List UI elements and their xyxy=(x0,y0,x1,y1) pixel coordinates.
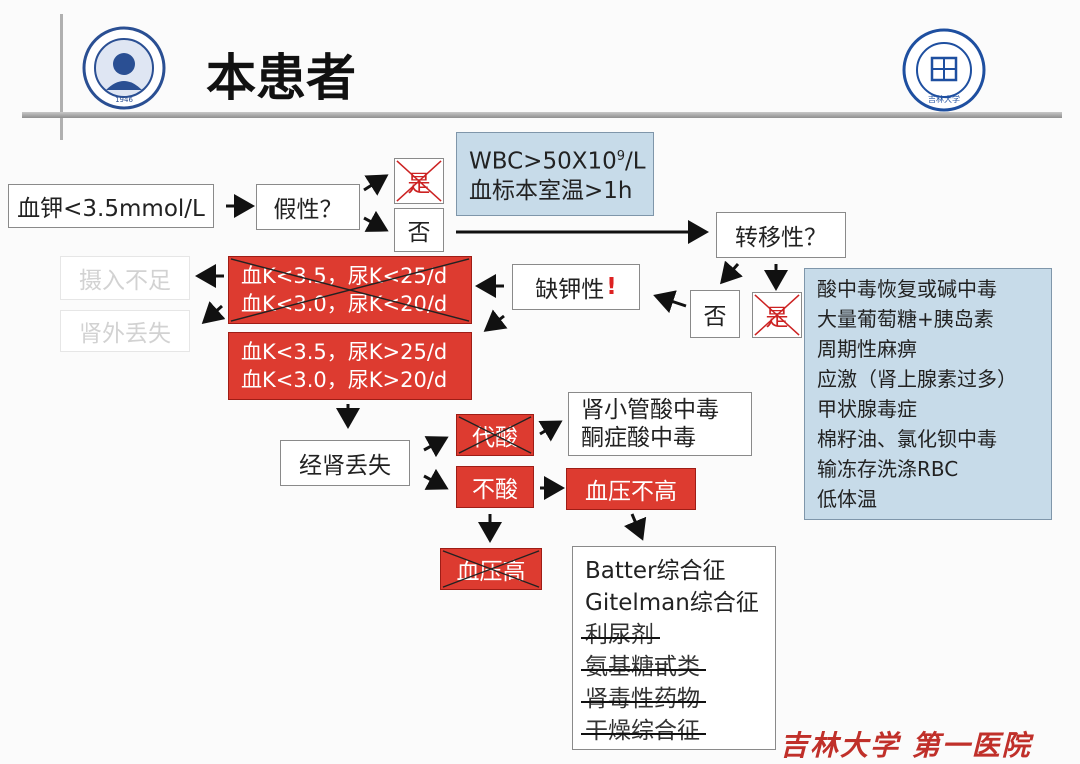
exclamation-mark: ! xyxy=(606,274,617,300)
tubular-acidosis-box: 肾小管酸中毒 酮症酸中毒 xyxy=(568,392,752,456)
low-urine-k-box: 血K<3.5，尿K<25/d 血K<3.0，尿K<20/d xyxy=(228,256,472,324)
syndrome-item-struck: 肾毒性药物 xyxy=(581,683,706,715)
cause-item: 棉籽油、氯化钡中毒 xyxy=(817,427,997,451)
high-urine-k-box: 血K<3.5，尿K>25/d 血K<3.0，尿K>20/d xyxy=(228,332,472,400)
strike-line xyxy=(581,732,706,735)
header-vertical-rule xyxy=(60,14,63,140)
crossed-out-mark xyxy=(754,294,800,336)
criteria-line: 血K<3.5，尿K<25/d xyxy=(241,264,448,288)
cause-item: 低体温 xyxy=(817,487,877,511)
bp-high-label: 血压高 xyxy=(456,559,526,585)
cause-item: 应激（肾上腺素过多） xyxy=(817,367,1017,391)
criteria-line: 血K<3.0，尿K<20/d xyxy=(241,292,448,316)
renal-loss-box: 经肾丢失 xyxy=(280,440,410,486)
header-horizontal-rule xyxy=(22,112,1062,118)
strike-line xyxy=(581,668,706,671)
cause-item: 甲状腺毒症 xyxy=(817,397,917,421)
yes-box-pseudo: 是 xyxy=(394,158,444,204)
crossed-out-mark xyxy=(396,160,442,202)
cause-item: 周期性麻痹 xyxy=(817,337,917,361)
bp-not-high-box: 血压不高 xyxy=(566,468,696,510)
syndrome-item: Gitelman综合征 xyxy=(585,590,759,616)
potassium-box: 血钾<3.5mmol/L xyxy=(8,184,214,228)
syndrome-item: Batter综合征 xyxy=(585,558,726,584)
cause-item: 酸中毒恢复或碱中毒 xyxy=(817,277,997,301)
syndrome-item-struck: 利尿剂 xyxy=(581,619,660,651)
acidosis-box: 代酸 xyxy=(456,414,534,456)
university-seal-logo: 吉林大学 xyxy=(902,28,986,112)
svg-text:1946: 1946 xyxy=(115,96,133,104)
acid-cause: 酮症酸中毒 xyxy=(581,425,696,451)
transfer-box: 转移性？ xyxy=(716,212,846,258)
transfer-causes-box: 酸中毒恢复或碱中毒 大量葡萄糖+胰岛素 周期性麻痹 应激（肾上腺素过多） 甲状腺… xyxy=(804,268,1052,520)
wbc-line-2: 血标本室温>1h xyxy=(469,178,633,205)
syndrome-item-struck: 氨基糖甙类 xyxy=(581,651,706,683)
hospital-seal-logo: 1946 xyxy=(82,26,166,110)
cause-item: 输冻存洗涤RBC xyxy=(817,457,959,481)
crossed-out-mark xyxy=(442,550,540,588)
strike-line xyxy=(581,700,706,703)
acidosis-label: 代酸 xyxy=(472,425,518,451)
criteria-line: 血K<3.0，尿K>20/d xyxy=(241,368,448,392)
svg-text:吉林大学: 吉林大学 xyxy=(928,94,960,104)
footer-institution-text: 吉林大学 第一医院 xyxy=(780,729,1032,762)
extrarenal-box: 肾外丢失 xyxy=(60,310,190,352)
no-acid-box: 不酸 xyxy=(456,466,534,508)
yes-label: 是 xyxy=(765,305,789,331)
yes-label: 是 xyxy=(407,171,431,197)
no-box-transfer: 否 xyxy=(690,290,740,338)
crossed-out-mark xyxy=(458,416,532,454)
wbc-line-1: WBC>50X109/L xyxy=(469,148,646,175)
deficit-box: 缺钾性! xyxy=(512,264,640,310)
bp-high-box: 血压高 xyxy=(440,548,542,590)
yes-box-transfer: 是 xyxy=(752,292,802,338)
pseudo-box: 假性？ xyxy=(256,184,360,230)
cause-item: 大量葡萄糖+胰岛素 xyxy=(817,307,994,331)
acid-cause: 肾小管酸中毒 xyxy=(581,397,719,423)
crossed-out-mark xyxy=(230,258,470,322)
criteria-line: 血K<3.5，尿K>25/d xyxy=(241,340,448,364)
no-box-pseudo: 否 xyxy=(394,208,444,252)
syndromes-box: Batter综合征 Gitelman综合征 利尿剂 氨基糖甙类 肾毒性药物 干燥… xyxy=(572,546,776,750)
wbc-note-box: WBC>50X109/L 血标本室温>1h xyxy=(456,132,654,216)
strike-line xyxy=(581,636,660,639)
syndrome-item-struck: 干燥综合征 xyxy=(581,715,706,747)
page-title: 本患者 xyxy=(206,49,356,107)
intake-box: 摄入不足 xyxy=(60,256,190,300)
